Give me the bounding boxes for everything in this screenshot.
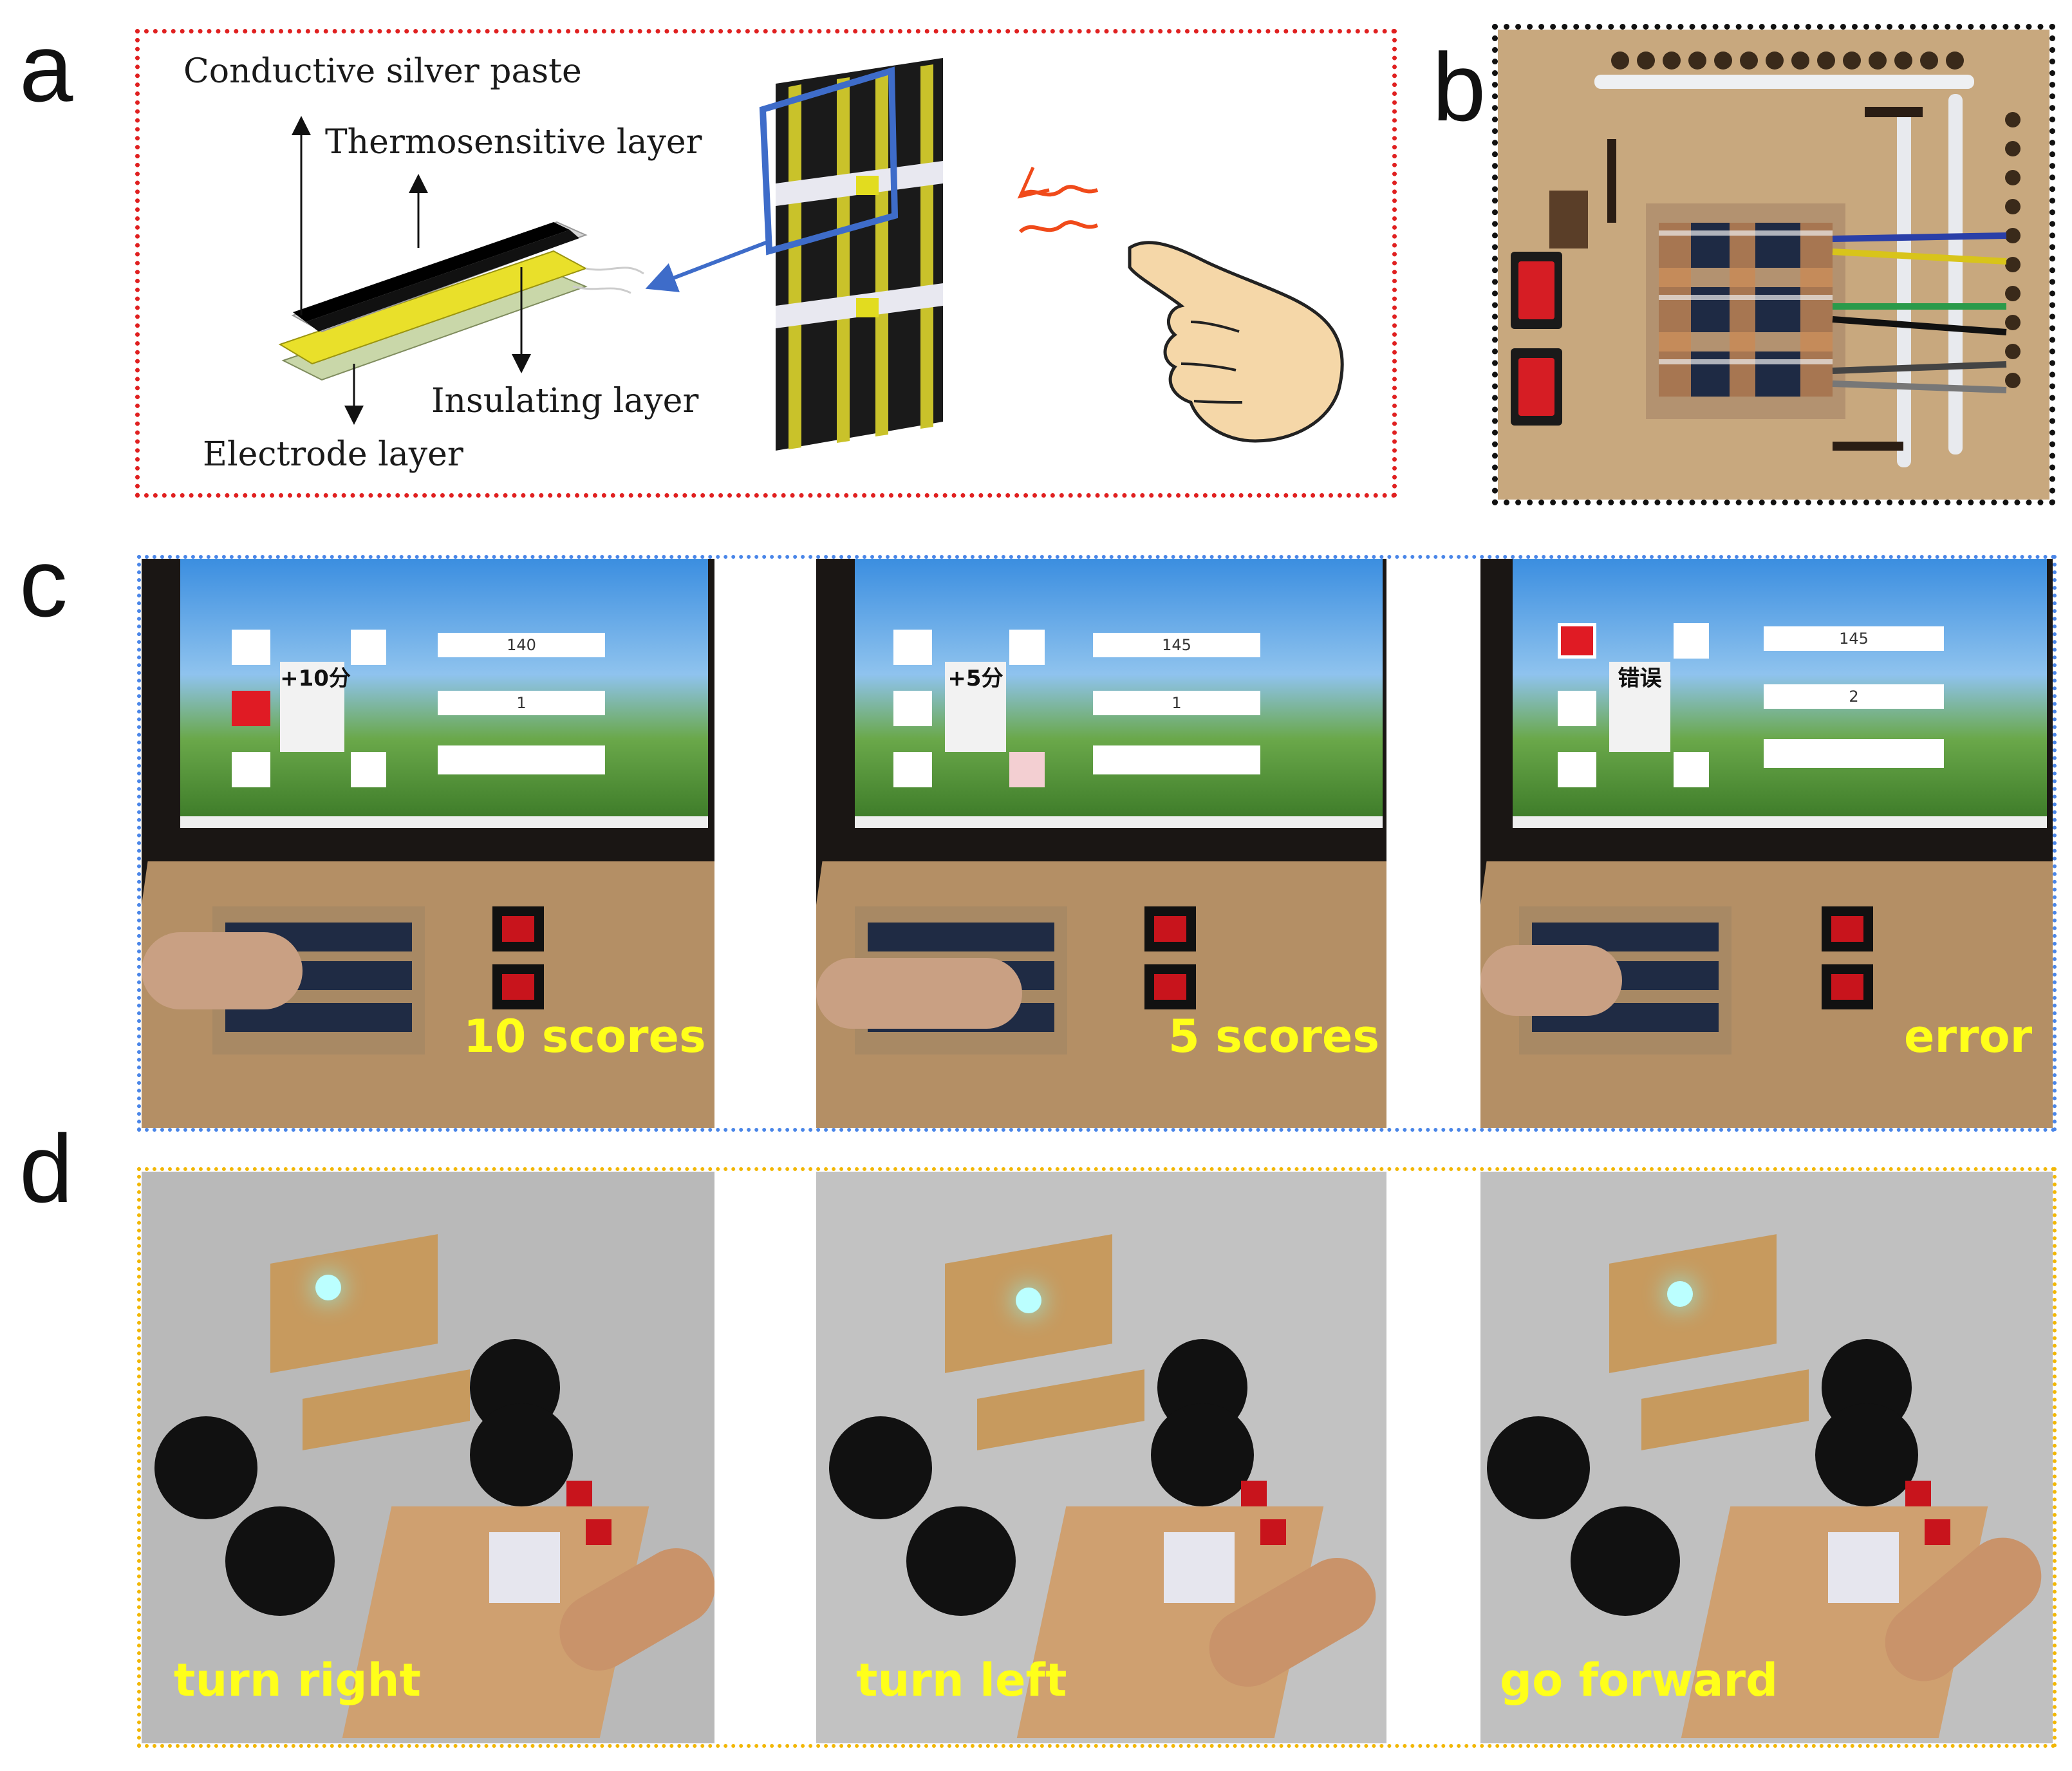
layer-stack	[278, 221, 644, 381]
label-thermosensitive-layer: Thermosensitive layer	[325, 123, 702, 162]
panel-label-c: c	[19, 529, 68, 637]
panel-d-photo-2	[816, 1172, 1386, 1743]
score-popup	[280, 662, 344, 752]
panel-d-photo-3	[1480, 1172, 2053, 1743]
panel-label-d: d	[19, 1114, 73, 1223]
caption-5-scores: 5 scores	[1168, 1010, 1379, 1063]
label-insulating-layer: Insulating layer	[431, 382, 698, 420]
panel-c-photo-3: 错误 145 2	[1480, 559, 2053, 1128]
panel-label-b: b	[1432, 33, 1486, 141]
panel-label-a: a	[19, 14, 73, 122]
heat-waves	[1017, 166, 1099, 234]
label-electrode-layer: Electrode layer	[203, 435, 463, 474]
panel-c-frame	[137, 555, 2057, 1132]
score-popup-text: 错误	[1618, 666, 1662, 691]
score-field: 145	[1093, 633, 1260, 657]
score-field: 140	[438, 633, 605, 657]
caption-go-forward: go forward	[1500, 1654, 1778, 1707]
score-popup-text: +10分	[280, 666, 351, 691]
caption-turn-right: turn right	[174, 1654, 421, 1707]
pointing-hand-icon	[1128, 241, 1344, 443]
panel-d-photo-1	[142, 1172, 714, 1743]
panel-a-frame	[135, 29, 1397, 498]
panel-b-frame	[1492, 24, 2055, 505]
round-field: 1	[1093, 691, 1260, 715]
panel-b-photo	[1498, 30, 2049, 500]
round-field: 2	[1764, 684, 1944, 709]
panel-c-photo-2: +5分 145 1	[816, 559, 1386, 1128]
caption-turn-left: turn left	[856, 1654, 1067, 1707]
caption-error: error	[1904, 1010, 2033, 1063]
caption-10-scores: 10 scores	[463, 1010, 706, 1063]
score-field: 145	[1764, 626, 1944, 651]
sensor-array	[759, 58, 943, 451]
label-conductive-silver-paste: Conductive silver paste	[183, 52, 582, 91]
score-popup-text: +5分	[947, 666, 1003, 691]
panel-c-photo-1: +10分 140 1	[142, 559, 714, 1128]
round-field: 1	[438, 691, 605, 715]
panel-d-frame	[137, 1167, 2057, 1748]
panel-a-schematic: Conductive silver paste Thermosensitive …	[183, 52, 1344, 474]
